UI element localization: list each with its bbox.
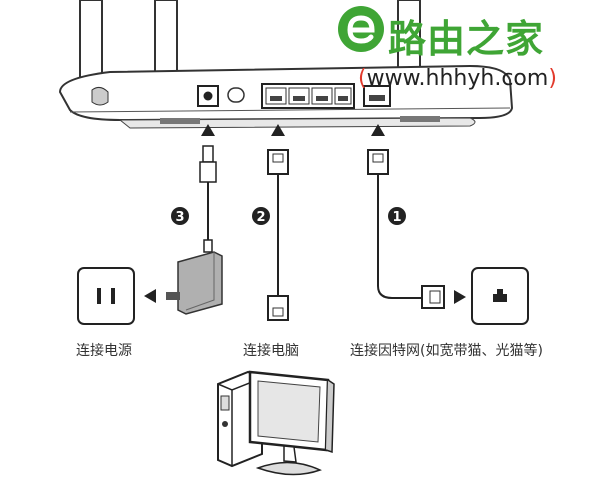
step-3-number: 3 [175, 210, 184, 225]
step-2-label: 连接电脑 [243, 343, 299, 359]
reset-button-icon [227, 87, 245, 103]
desktop-computer-icon [217, 370, 335, 476]
site-url: (www.hhhyh.com) [358, 66, 557, 91]
lan-port-icon [261, 83, 355, 109]
arrow-up-wan-icon [371, 124, 385, 136]
wan-port-icon [363, 85, 391, 107]
wall-outlet-icon [77, 267, 135, 325]
arrow-left-outlet-icon [144, 289, 156, 303]
site-name: 路由之家 [388, 17, 545, 61]
lan-cable-icon [267, 149, 289, 321]
step-1-badge: 1 [388, 207, 406, 225]
step-1-label: 连接因特网(如宽带猫、光猫等) [350, 343, 543, 359]
modem-icon [471, 267, 529, 325]
power-cable-icon [199, 145, 217, 253]
arrow-right-modem-icon [454, 290, 466, 304]
wan-cable-icon [367, 149, 422, 299]
url-open-paren: ( [358, 66, 367, 91]
step-3-badge: 3 [171, 207, 189, 225]
step-3-label: 连接电源 [76, 343, 132, 359]
power-port-icon [197, 85, 219, 107]
arrow-up-power-icon [201, 124, 215, 136]
step-1-number: 1 [392, 210, 401, 225]
power-adapter-icon [166, 251, 223, 315]
watermark-logo [336, 4, 386, 54]
url-text: www.hhhyh.com [366, 66, 549, 91]
step-2-badge: 2 [252, 207, 270, 225]
ethernet-connector-icon [421, 285, 445, 309]
url-close-paren: ) [548, 66, 557, 91]
e-logo-icon [338, 6, 384, 52]
step-2-number: 2 [256, 210, 265, 225]
arrow-up-lan-icon [271, 124, 285, 136]
